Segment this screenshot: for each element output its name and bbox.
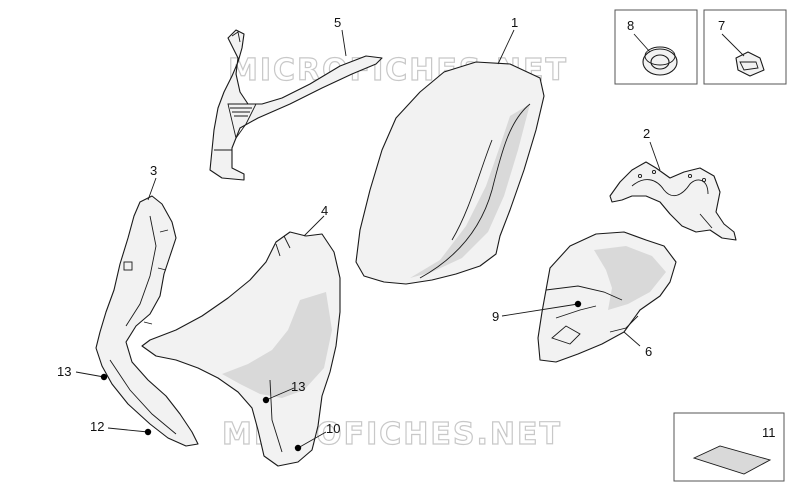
callout-labels: 1 2 3 4 5 6 7 8 9 10 11 12 13 13 xyxy=(57,15,776,440)
part-side-panel[interactable] xyxy=(95,195,199,447)
callout-12[interactable]: 12 xyxy=(90,419,104,434)
callout-6[interactable]: 6 xyxy=(645,344,652,359)
part-front-shield[interactable] xyxy=(141,231,341,467)
dot-9 xyxy=(574,300,582,308)
callout-5[interactable]: 5 xyxy=(334,15,341,30)
dot-13-left xyxy=(100,373,108,381)
callout-13-right[interactable]: 13 xyxy=(291,379,305,394)
part-adhesive-pad-box[interactable] xyxy=(673,412,785,482)
callout-2[interactable]: 2 xyxy=(643,126,650,141)
callout-1[interactable]: 1 xyxy=(511,15,518,30)
part-windscreen[interactable] xyxy=(355,61,545,285)
callout-7[interactable]: 7 xyxy=(718,18,725,33)
callout-13-left[interactable]: 13 xyxy=(57,364,71,379)
callout-3[interactable]: 3 xyxy=(150,163,157,178)
part-instrument-bracket[interactable] xyxy=(609,161,737,241)
part-clip-nut-box[interactable] xyxy=(703,9,787,85)
dot-12 xyxy=(144,428,152,436)
reference-dots xyxy=(100,300,582,452)
callout-10[interactable]: 10 xyxy=(326,421,340,436)
callout-8[interactable]: 8 xyxy=(627,18,634,33)
callout-11[interactable]: 11 xyxy=(762,425,776,440)
dot-10 xyxy=(294,444,302,452)
callout-9[interactable]: 9 xyxy=(492,309,499,324)
part-grommet-box[interactable] xyxy=(614,9,698,85)
leader-lines xyxy=(75,29,661,449)
callout-4[interactable]: 4 xyxy=(321,203,328,218)
part-handlebar-cover[interactable] xyxy=(537,231,677,363)
part-upper-cover[interactable] xyxy=(209,29,383,181)
dot-13-right xyxy=(262,396,270,404)
